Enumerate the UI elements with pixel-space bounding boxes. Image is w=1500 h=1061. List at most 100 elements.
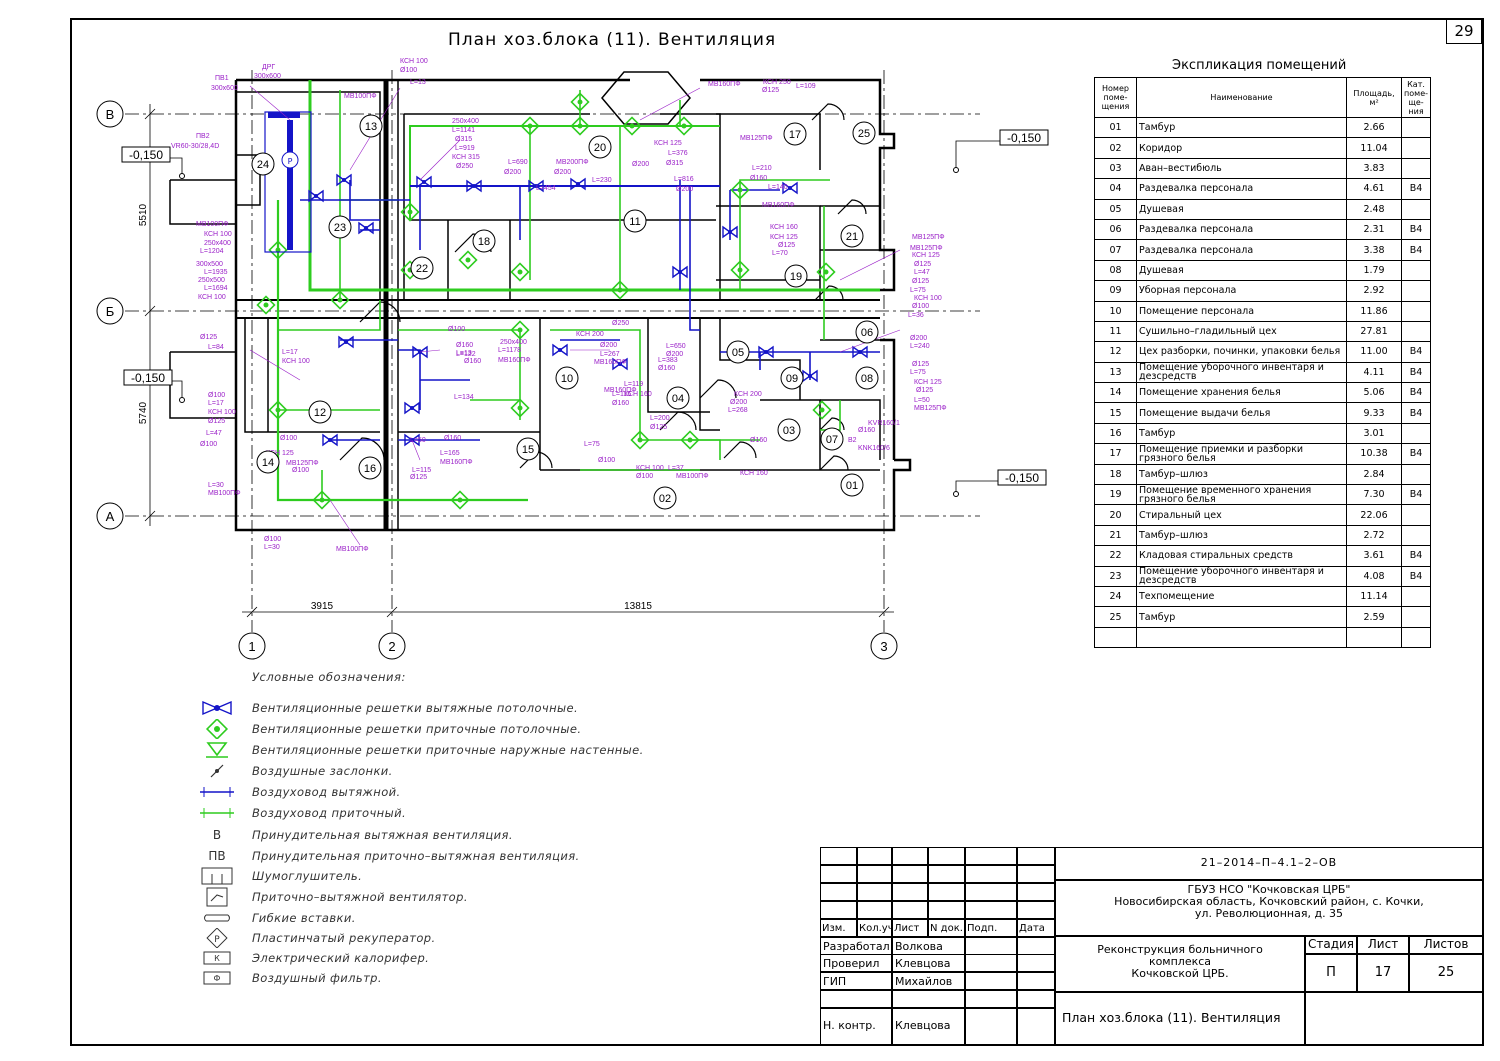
room-number-bubble <box>726 340 750 364</box>
room-area-cell: 2.92 <box>1346 280 1403 302</box>
room-category-cell <box>1401 137 1431 159</box>
room-number-bubble <box>820 427 844 451</box>
level-mark-box <box>999 129 1049 146</box>
stage-label: Стадия <box>1305 936 1357 954</box>
role-label: ГИП <box>820 972 892 990</box>
supply-grille-center <box>577 123 583 129</box>
duct-annotation: МВ125ПФ <box>740 135 773 142</box>
room-name-cell: Тамбур <box>1135 606 1348 628</box>
signature-cell <box>965 954 1017 972</box>
signature-cell <box>965 990 1017 1008</box>
room-area-cell: 10.38 <box>1346 443 1403 465</box>
legend-title: Условные обозначения: <box>252 670 406 684</box>
axis-bubble-row <box>96 100 124 128</box>
plate-recuperator-icon: Р <box>196 927 238 949</box>
supply-grille-center <box>737 187 743 193</box>
supply-ceiling-grille-icon <box>674 116 694 136</box>
wall <box>236 154 261 206</box>
duct-annotation: Ø200 <box>554 169 571 176</box>
revision-cell <box>857 883 892 901</box>
room-name-cell: Кладовая стиральных средств <box>1135 545 1348 567</box>
supply-grille-center <box>527 123 533 129</box>
duct-annotation: 250х400 <box>452 118 479 125</box>
level-mark-leader <box>955 140 1000 170</box>
revision-cell <box>820 883 857 901</box>
duct-annotation: Ø160 <box>444 435 461 442</box>
legend-text: Вентиляционные решетки приточные наружны… <box>252 743 644 757</box>
duct-annotation: Ø125 <box>916 387 933 394</box>
duct-annotation: КСН 100 <box>914 295 942 302</box>
room-area-cell: 3.38 <box>1346 239 1403 261</box>
annotation-leader <box>639 87 701 121</box>
axis-label-col: 2 <box>388 639 395 654</box>
duct-annotation: Ø125 <box>410 474 427 481</box>
dimension-horizontal: 13815 <box>624 601 652 612</box>
revision-header: Подп. <box>965 919 1017 937</box>
wall <box>234 80 912 532</box>
revision-header: Дата <box>1017 919 1055 937</box>
room-number-cell: 17 <box>1094 443 1137 465</box>
room-name-cell: Помещение хранения белья <box>1135 382 1348 404</box>
role-label <box>820 990 892 1008</box>
supply-ceiling-grille-icon <box>330 290 350 310</box>
sheets-value: 25 <box>1409 954 1483 992</box>
duct-annotation: МВ160ПФ <box>708 81 741 88</box>
exhaust-grille-center <box>558 348 562 352</box>
room-number-bubble <box>328 215 352 239</box>
legend-text: Принудительная вытяжная вентиляция. <box>252 828 513 842</box>
project-line-1: Реконструкция больничного <box>1097 943 1263 956</box>
exhaust-grille-center <box>472 184 476 188</box>
room-number-bubble <box>555 366 579 390</box>
exhaust-grille-center <box>314 194 318 198</box>
supply-exhaust-fan-icon <box>196 887 238 907</box>
duct-annotation: Ø100 <box>636 473 653 480</box>
duct-annotation: L=919 <box>455 145 475 152</box>
duct-annotation: МВ160ПФ <box>594 359 627 366</box>
supply-ceiling-grille-icon <box>312 490 332 510</box>
dimension-horizontal: 3915 <box>311 601 334 612</box>
exhaust-ceiling-grille-icon <box>570 177 586 191</box>
wall <box>880 338 896 460</box>
supply-grille-center <box>517 269 523 275</box>
duct-annotation: КСН 315 <box>452 154 480 161</box>
dimension-tick <box>144 108 156 120</box>
room-name-cell: Раздевалка персонала <box>1135 178 1348 200</box>
duct-annotation: L=650 <box>666 343 686 350</box>
room-name-cell: Тамбур–шлюз <box>1135 524 1348 547</box>
exhaust-grille-center <box>576 182 580 186</box>
room-number-cell: 08 <box>1094 259 1137 282</box>
duct-annotation: МВ160ПФ <box>762 202 795 209</box>
duct-annotation: L=13 <box>456 350 472 357</box>
room-category-cell <box>1401 300 1431 322</box>
annotation-leader <box>839 249 901 281</box>
room-number: 06 <box>861 327 873 339</box>
room-number-bubble <box>783 122 807 146</box>
duct-annotation: Ø160 <box>658 365 675 372</box>
duct-annotation: 300x600 <box>211 85 238 92</box>
revision-cell <box>965 865 1017 883</box>
wall <box>647 318 710 413</box>
supply-grille-center <box>319 497 325 503</box>
room-number-bubble <box>516 437 540 461</box>
room-category-cell <box>1401 585 1431 608</box>
duct-annotation: МВ200ПФ <box>556 159 589 166</box>
duct-annotation: L=816 <box>674 176 694 183</box>
duct-annotation: L=37 <box>668 465 684 472</box>
signature-cell <box>965 937 1017 955</box>
duct-annotation: МВ160ПФ <box>604 387 637 394</box>
room-number-cell: 21 <box>1094 524 1137 547</box>
room-name-cell <box>1135 626 1348 649</box>
supply-grille-center <box>577 99 583 105</box>
signature-cell <box>965 1008 1017 1045</box>
duct-annotation: L=383 <box>658 357 678 364</box>
supply-ceiling-grille-icon <box>520 116 540 136</box>
dimension-tick <box>386 606 398 618</box>
room-area-cell: 4.08 <box>1346 565 1403 587</box>
duct-annotation: L=30 <box>264 544 280 551</box>
plate-recuperator-icon <box>281 151 299 169</box>
duct-annotation: КСН 160 <box>624 391 652 398</box>
room-number: 14 <box>262 457 274 469</box>
door-swing <box>339 437 385 461</box>
duct-annotation: L=50 <box>914 397 930 404</box>
duct-annotation: L=17 <box>282 349 298 356</box>
